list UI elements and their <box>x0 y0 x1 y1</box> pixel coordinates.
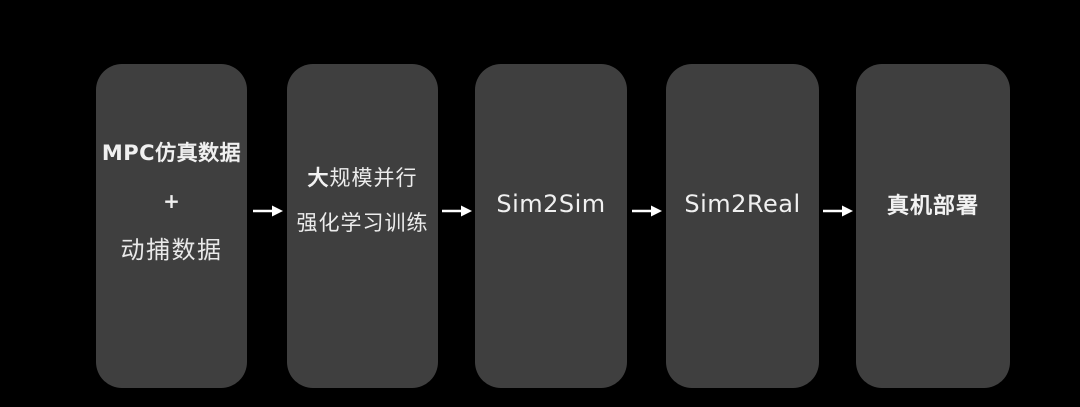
flow-step-content: Sim2Real <box>684 188 800 222</box>
flow-arrow-icon <box>823 205 853 217</box>
flow-arrow-icon <box>632 205 662 217</box>
label-rest: 规模并行 <box>329 166 418 191</box>
flow-step-rl-training: 大规模并行 强化学习训练 <box>287 64 438 388</box>
bold-lead-char: 大 <box>307 166 330 191</box>
step-label-sim2real: Sim2Real <box>684 190 801 219</box>
flow-step-training-data: MPC仿真数据 + 动捕数据 <box>96 64 247 388</box>
flow-step-deployment: 真机部署 <box>856 64 1010 388</box>
step-label-rl-train: 强化学习训练 <box>296 210 429 235</box>
flow-step-content: Sim2Sim <box>496 188 605 222</box>
flow-step-content: MPC仿真数据 + 动捕数据 <box>102 139 241 268</box>
step-label-real-deploy: 真机部署 <box>886 193 979 219</box>
flow-arrow-icon <box>253 205 283 217</box>
step-label-mpc-sim-data: MPC仿真数据 <box>101 140 242 165</box>
flow-step-content: 真机部署 <box>887 192 979 223</box>
plus-sign: + <box>163 188 180 213</box>
flow-step-sim2real: Sim2Real <box>666 64 819 388</box>
flow-arrow-icon <box>442 205 472 217</box>
flow-step-sim2sim: Sim2Sim <box>475 64 627 388</box>
step-label-parallel: 大规模并行 <box>308 164 418 193</box>
flow-step-content: 大规模并行 强化学习训练 <box>297 164 429 238</box>
step-label-sim2sim: Sim2Sim <box>496 190 606 219</box>
step-label-mocap-data: 动捕数据 <box>120 235 223 264</box>
